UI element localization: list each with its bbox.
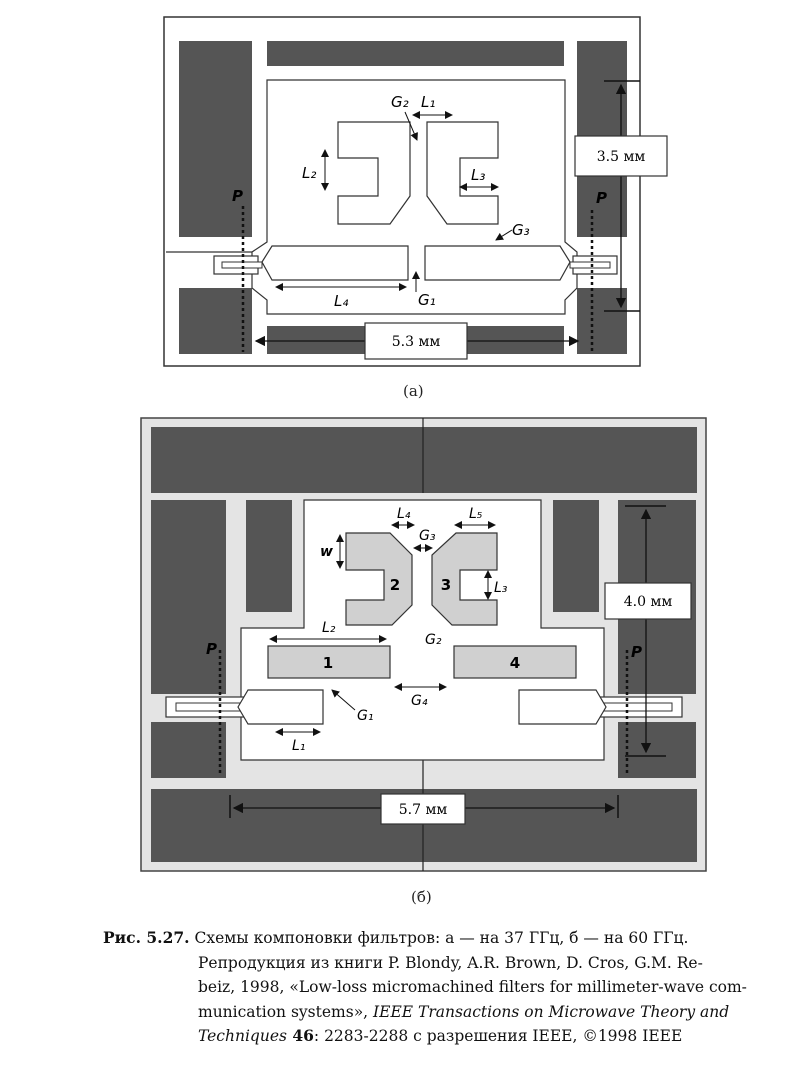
pad-bottom-right-b [618, 722, 696, 778]
label-g3-a: G₃ [512, 221, 530, 239]
label-w-b: w [320, 544, 333, 560]
label-g4-b: G₄ [411, 693, 428, 709]
pad-top-left-b [151, 500, 226, 694]
sub-label-a: (a) [403, 382, 424, 400]
label-l1-a: L₁ [421, 93, 435, 111]
label-l5-b: L₅ [469, 506, 483, 522]
pad-inner-right-b [553, 500, 599, 612]
label-g2-a: G₂ [391, 93, 409, 111]
dim-width-label-b: 5.7 мм [399, 802, 448, 818]
resonator-1-b [267, 645, 391, 679]
resonator-c-left-a [337, 121, 411, 225]
resonator-1-label: 1 [323, 654, 333, 672]
resonator-2-b [345, 532, 413, 626]
label-p-left-b: P [206, 640, 217, 658]
pad-top-left-a [179, 41, 252, 237]
label-g3-b: G₃ [419, 528, 436, 544]
label-g1-a: G₁ [418, 291, 436, 309]
pad-bottom-left-a [179, 288, 252, 354]
label-g2-b: G₂ [425, 632, 442, 648]
resonator-3-b [431, 532, 498, 626]
label-p-right-b: P [631, 643, 642, 661]
sub-label-b: (б) [411, 888, 432, 906]
label-l4-b: L₄ [397, 506, 411, 522]
resonator-c-right-a [426, 121, 499, 225]
resonator-2-label: 2 [390, 576, 400, 594]
label-l3-b: L₃ [494, 580, 508, 596]
label-l1-b: L₁ [292, 738, 305, 754]
caption-volume: 46 [286, 1026, 314, 1045]
bar-top-a [267, 41, 564, 66]
caption-label: Рис. 5.27. [103, 928, 190, 947]
caption-journal-b: Techniques [198, 1027, 287, 1045]
resonator-3-label: 3 [441, 576, 451, 594]
label-g1-b: G₁ [357, 708, 373, 724]
dim-height-label-b: 4.0 мм [624, 594, 673, 610]
label-p-left-a: P [232, 187, 243, 205]
caption-line-4: munication systems», [198, 1002, 374, 1021]
dim-height-box-a [574, 135, 668, 177]
figure-a: 3.5 мм 5.3 мм L₁ G₂ L₂ L₃ G₃ L₄ G₁ P P [163, 16, 668, 367]
resonator-line-right-a [424, 245, 571, 281]
dim-width-box-b [380, 793, 466, 825]
figure-caption: Рис. 5.27. Схемы компоновки фильтров: а … [103, 926, 783, 1049]
resonator-4-label: 4 [510, 654, 520, 672]
label-l4-a: L₄ [334, 292, 348, 310]
caption-line-3: beiz, 1998, «Low-loss micromachined filt… [198, 978, 747, 996]
dim-width-box-a [364, 322, 468, 360]
bar-top-b [151, 427, 697, 493]
input-line-right-b [518, 689, 607, 725]
caption-journal-a: IEEE Transactions on Microwave Theory an… [373, 1002, 730, 1021]
label-l2-a: L₂ [302, 164, 316, 182]
dim-width-label-a: 5.3 мм [392, 334, 441, 350]
figure-b: 1 4 2 3 P P 4.0 мм 5.7 мм L₄ G₃ L₅ w L₃ … [140, 417, 707, 872]
caption-line-1: Схемы компоновки фильтров: а — на 37 ГГц… [194, 929, 689, 947]
caption-pages: : 2283-2288 с разрешения IEEE, ©1998 IEE… [313, 1027, 683, 1045]
label-l3-a: L₃ [471, 166, 485, 184]
dim-height-label-a: 3.5 мм [597, 149, 646, 165]
input-line-left-b [237, 689, 324, 725]
label-p-right-a: P [596, 189, 607, 207]
label-l2-b: L₂ [322, 620, 336, 636]
caption-line-2: Репродукция из книги P. Blondy, A.R. Bro… [198, 953, 703, 972]
pad-inner-left-b [246, 500, 292, 612]
dim-height-box-b [604, 582, 692, 620]
resonator-line-left-a [261, 245, 409, 281]
pad-bottom-left-b [151, 722, 226, 778]
resonator-4-b [453, 645, 577, 679]
